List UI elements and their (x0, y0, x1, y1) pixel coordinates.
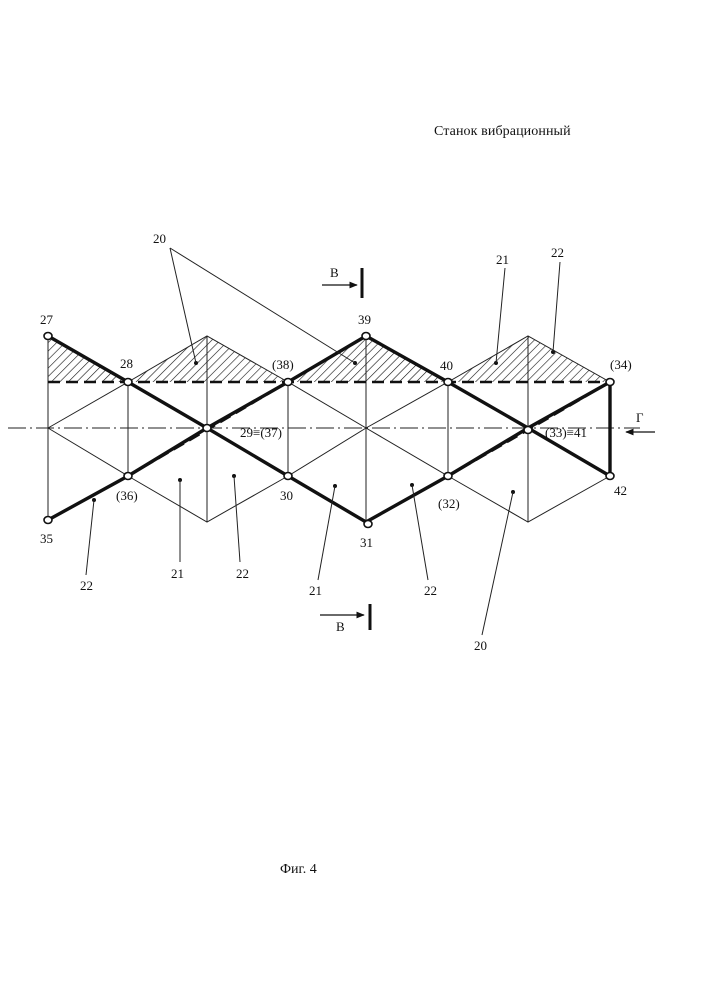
view-letter-right: Г (636, 410, 644, 425)
node-label-30: 30 (280, 488, 293, 503)
node-label-36: (36) (116, 488, 138, 503)
part-label-22-bottom-1: 22 (236, 566, 249, 581)
node-label-35: 35 (40, 531, 53, 546)
node-label-34: (34) (610, 357, 632, 372)
part-label-20-bottom: 20 (474, 638, 487, 653)
part-label-22-top: 22 (551, 245, 564, 260)
node-label-28: 28 (120, 356, 133, 371)
section-letter-top: В (330, 265, 339, 280)
node-label-33-41: (33)≡41 (545, 425, 587, 440)
part-label-21-bottom-2: 21 (309, 583, 322, 598)
node-label-32: (32) (438, 496, 460, 511)
figure-caption: Фиг. 4 (280, 862, 317, 878)
section-mark-bottom (320, 604, 370, 630)
node-label-31: 31 (360, 535, 373, 550)
part-label-22-left: 22 (80, 578, 93, 593)
node-label-38: (38) (272, 357, 294, 372)
section-mark-top (322, 268, 362, 298)
node-label-27: 27 (40, 312, 54, 327)
node-label-29-37: 29≡(37) (240, 425, 282, 440)
part-label-22-bottom-2: 22 (424, 583, 437, 598)
part-label-21-bottom-1: 21 (171, 566, 184, 581)
part-label-20-top: 20 (153, 231, 166, 246)
node-label-39: 39 (358, 312, 371, 327)
section-letter-bottom: В (336, 619, 345, 634)
leader-lines (86, 248, 560, 635)
node-label-40: 40 (440, 358, 453, 373)
node-label-42: 42 (614, 483, 627, 498)
part-label-21-top: 21 (496, 252, 509, 267)
